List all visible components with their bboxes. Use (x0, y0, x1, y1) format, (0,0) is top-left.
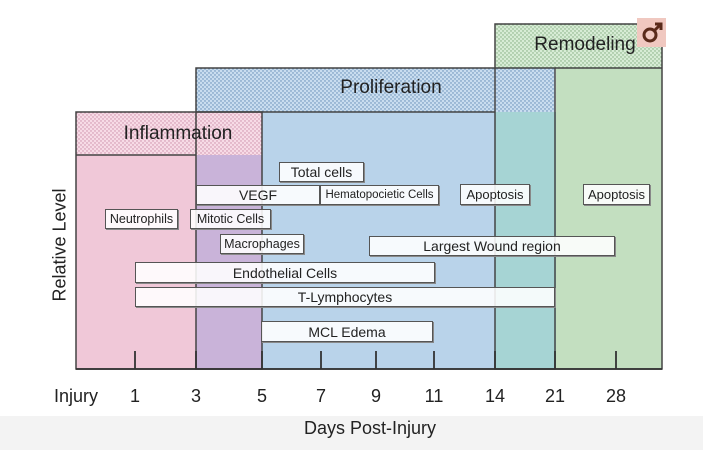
label-total-cells: Total cells (279, 162, 364, 182)
tick-label-3: 3 (190, 386, 202, 406)
bottom-band (0, 416, 703, 450)
label-macrophages: Macrophages (220, 234, 304, 254)
tick-label-7: 7 (315, 386, 327, 406)
phase-title-inflammation: Inflammation (123, 123, 233, 144)
phase-title-remodeling: Remodeling (534, 34, 636, 55)
label-mitotic-cells: Mitotic Cells (190, 209, 271, 229)
label-neutrophils: Neutrophils (105, 209, 178, 229)
tick-label-1: 1 (129, 386, 141, 406)
label-largest-wound-region: Largest Wound region (369, 236, 615, 256)
label-t-lymphocytes: T-Lymphocytes (135, 287, 555, 307)
y-axis-label: Relative Level (49, 188, 70, 302)
tick-label-11: 11 (424, 386, 444, 406)
label-mcl-edema: MCL Edema (261, 321, 433, 342)
tick-label-9: 9 (370, 386, 382, 406)
tick-label-14: 14 (484, 386, 506, 406)
tick-label-21: 21 (544, 386, 566, 406)
label-vegf: VEGF (196, 185, 320, 205)
label-apoptosis-proliferation: Apoptosis (460, 184, 530, 205)
inflammation-header (76, 112, 262, 155)
label-hematopoietic-cells: Hematopocietic Cells (320, 185, 439, 205)
x-axis-label: Days Post-Injury (303, 418, 437, 438)
label-apoptosis-remodeling: Apoptosis (583, 184, 650, 205)
remodeling-band (556, 68, 662, 369)
phase-title-proliferation: Proliferation (340, 77, 442, 98)
tick-label-injury: Injury (53, 386, 99, 406)
tick-label-5: 5 (256, 386, 268, 406)
remodeling-header (495, 24, 662, 68)
venus-mars-icon (637, 18, 666, 47)
tick-label-28: 28 (605, 386, 627, 406)
label-endothelial-cells: Endothelial Cells (135, 262, 435, 283)
